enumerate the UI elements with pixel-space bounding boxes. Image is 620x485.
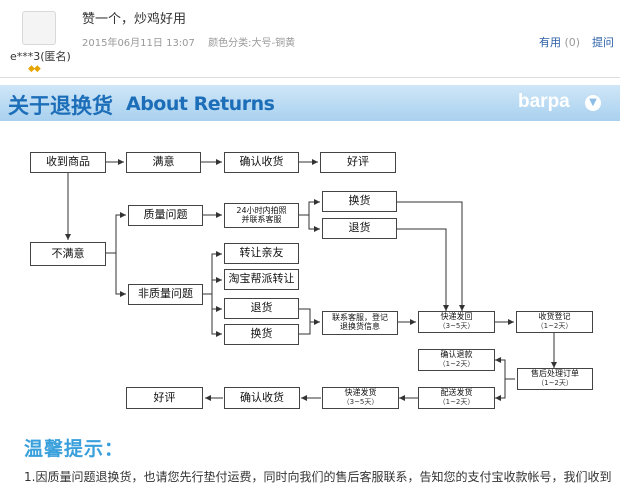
node-exchange-mid: 换货 bbox=[224, 324, 299, 345]
banner-subtitle: About Returns bbox=[126, 93, 275, 115]
avatar[interactable] bbox=[22, 11, 56, 45]
useful-label: 有用 bbox=[539, 36, 561, 49]
node-contact-register: 联系客服，登记退换货信息 bbox=[322, 311, 398, 335]
node-express-ship: 快递发货（3~5天） bbox=[322, 387, 399, 409]
node-not-satisfied: 不满意 bbox=[30, 242, 106, 266]
node-express-return: 快递发回（3~5天） bbox=[418, 311, 495, 333]
returns-flowchart: 收到商品 满意 确认收货 好评 不满意 质量问题 24小时内拍照并联系客服 换货… bbox=[0, 125, 620, 425]
node-quality-issue: 质量问题 bbox=[128, 205, 203, 226]
brand-logo: barpa bbox=[518, 91, 570, 112]
node-non-quality-issue: 非质量问题 bbox=[128, 284, 203, 305]
useful-count: (0) bbox=[564, 36, 581, 49]
chevron-down-icon: ▼ bbox=[585, 95, 601, 111]
node-transfer-friend: 转让亲友 bbox=[224, 243, 299, 264]
node-confirm-refund: 确认退款（1~2天） bbox=[418, 349, 495, 371]
review-meta: 2015年06月11日 13:07 颜色分类:大号-铜黄 bbox=[82, 34, 305, 49]
banner-title: 关于退换货 bbox=[8, 93, 113, 118]
node-return-mid: 退货 bbox=[224, 298, 299, 319]
node-return-top: 退货 bbox=[322, 218, 397, 239]
node-exchange-top: 换货 bbox=[322, 191, 397, 212]
node-good-review-top: 好评 bbox=[320, 152, 396, 173]
ask-link[interactable]: 提问 bbox=[592, 36, 614, 49]
review-spec: 颜色分类:大号-铜黄 bbox=[208, 38, 296, 49]
node-receive: 收到商品 bbox=[30, 152, 106, 173]
useful-button[interactable]: 有用 (0) bbox=[539, 34, 580, 50]
returns-banner bbox=[0, 85, 620, 121]
flow-connectors bbox=[65, 159, 557, 401]
tips-text: 1.因质量问题退换货，也请您先行垫付运费，同时向我们的售后客服联系，告知您的支付… bbox=[24, 470, 612, 484]
node-confirm-receipt-bottom: 确认收货 bbox=[224, 387, 300, 409]
review-comment: 赞一个，炒鸡好用 bbox=[82, 12, 187, 27]
node-after-sales: 售后处理订单（1~2天） bbox=[517, 368, 593, 390]
node-receipt-register: 收货登记（1~2天） bbox=[516, 311, 593, 333]
node-confirm-receipt-top: 确认收货 bbox=[224, 152, 299, 173]
node-satisfied: 满意 bbox=[126, 152, 201, 173]
node-dispatch: 配送发货（1~2天） bbox=[418, 387, 495, 409]
review-date: 2015年06月11日 13:07 bbox=[82, 38, 195, 49]
node-good-review-bottom: 好评 bbox=[126, 387, 203, 409]
node-photo-contact: 24小时内拍照并联系客服 bbox=[224, 203, 299, 228]
tips-title: 温馨提示： bbox=[24, 438, 125, 460]
node-taobao-transfer: 淘宝帮派转让 bbox=[224, 269, 299, 290]
reviewer-level-icon: ◆◆ bbox=[28, 64, 41, 74]
divider bbox=[0, 77, 620, 78]
reviewer-name: e***3(匿名) bbox=[10, 50, 71, 63]
